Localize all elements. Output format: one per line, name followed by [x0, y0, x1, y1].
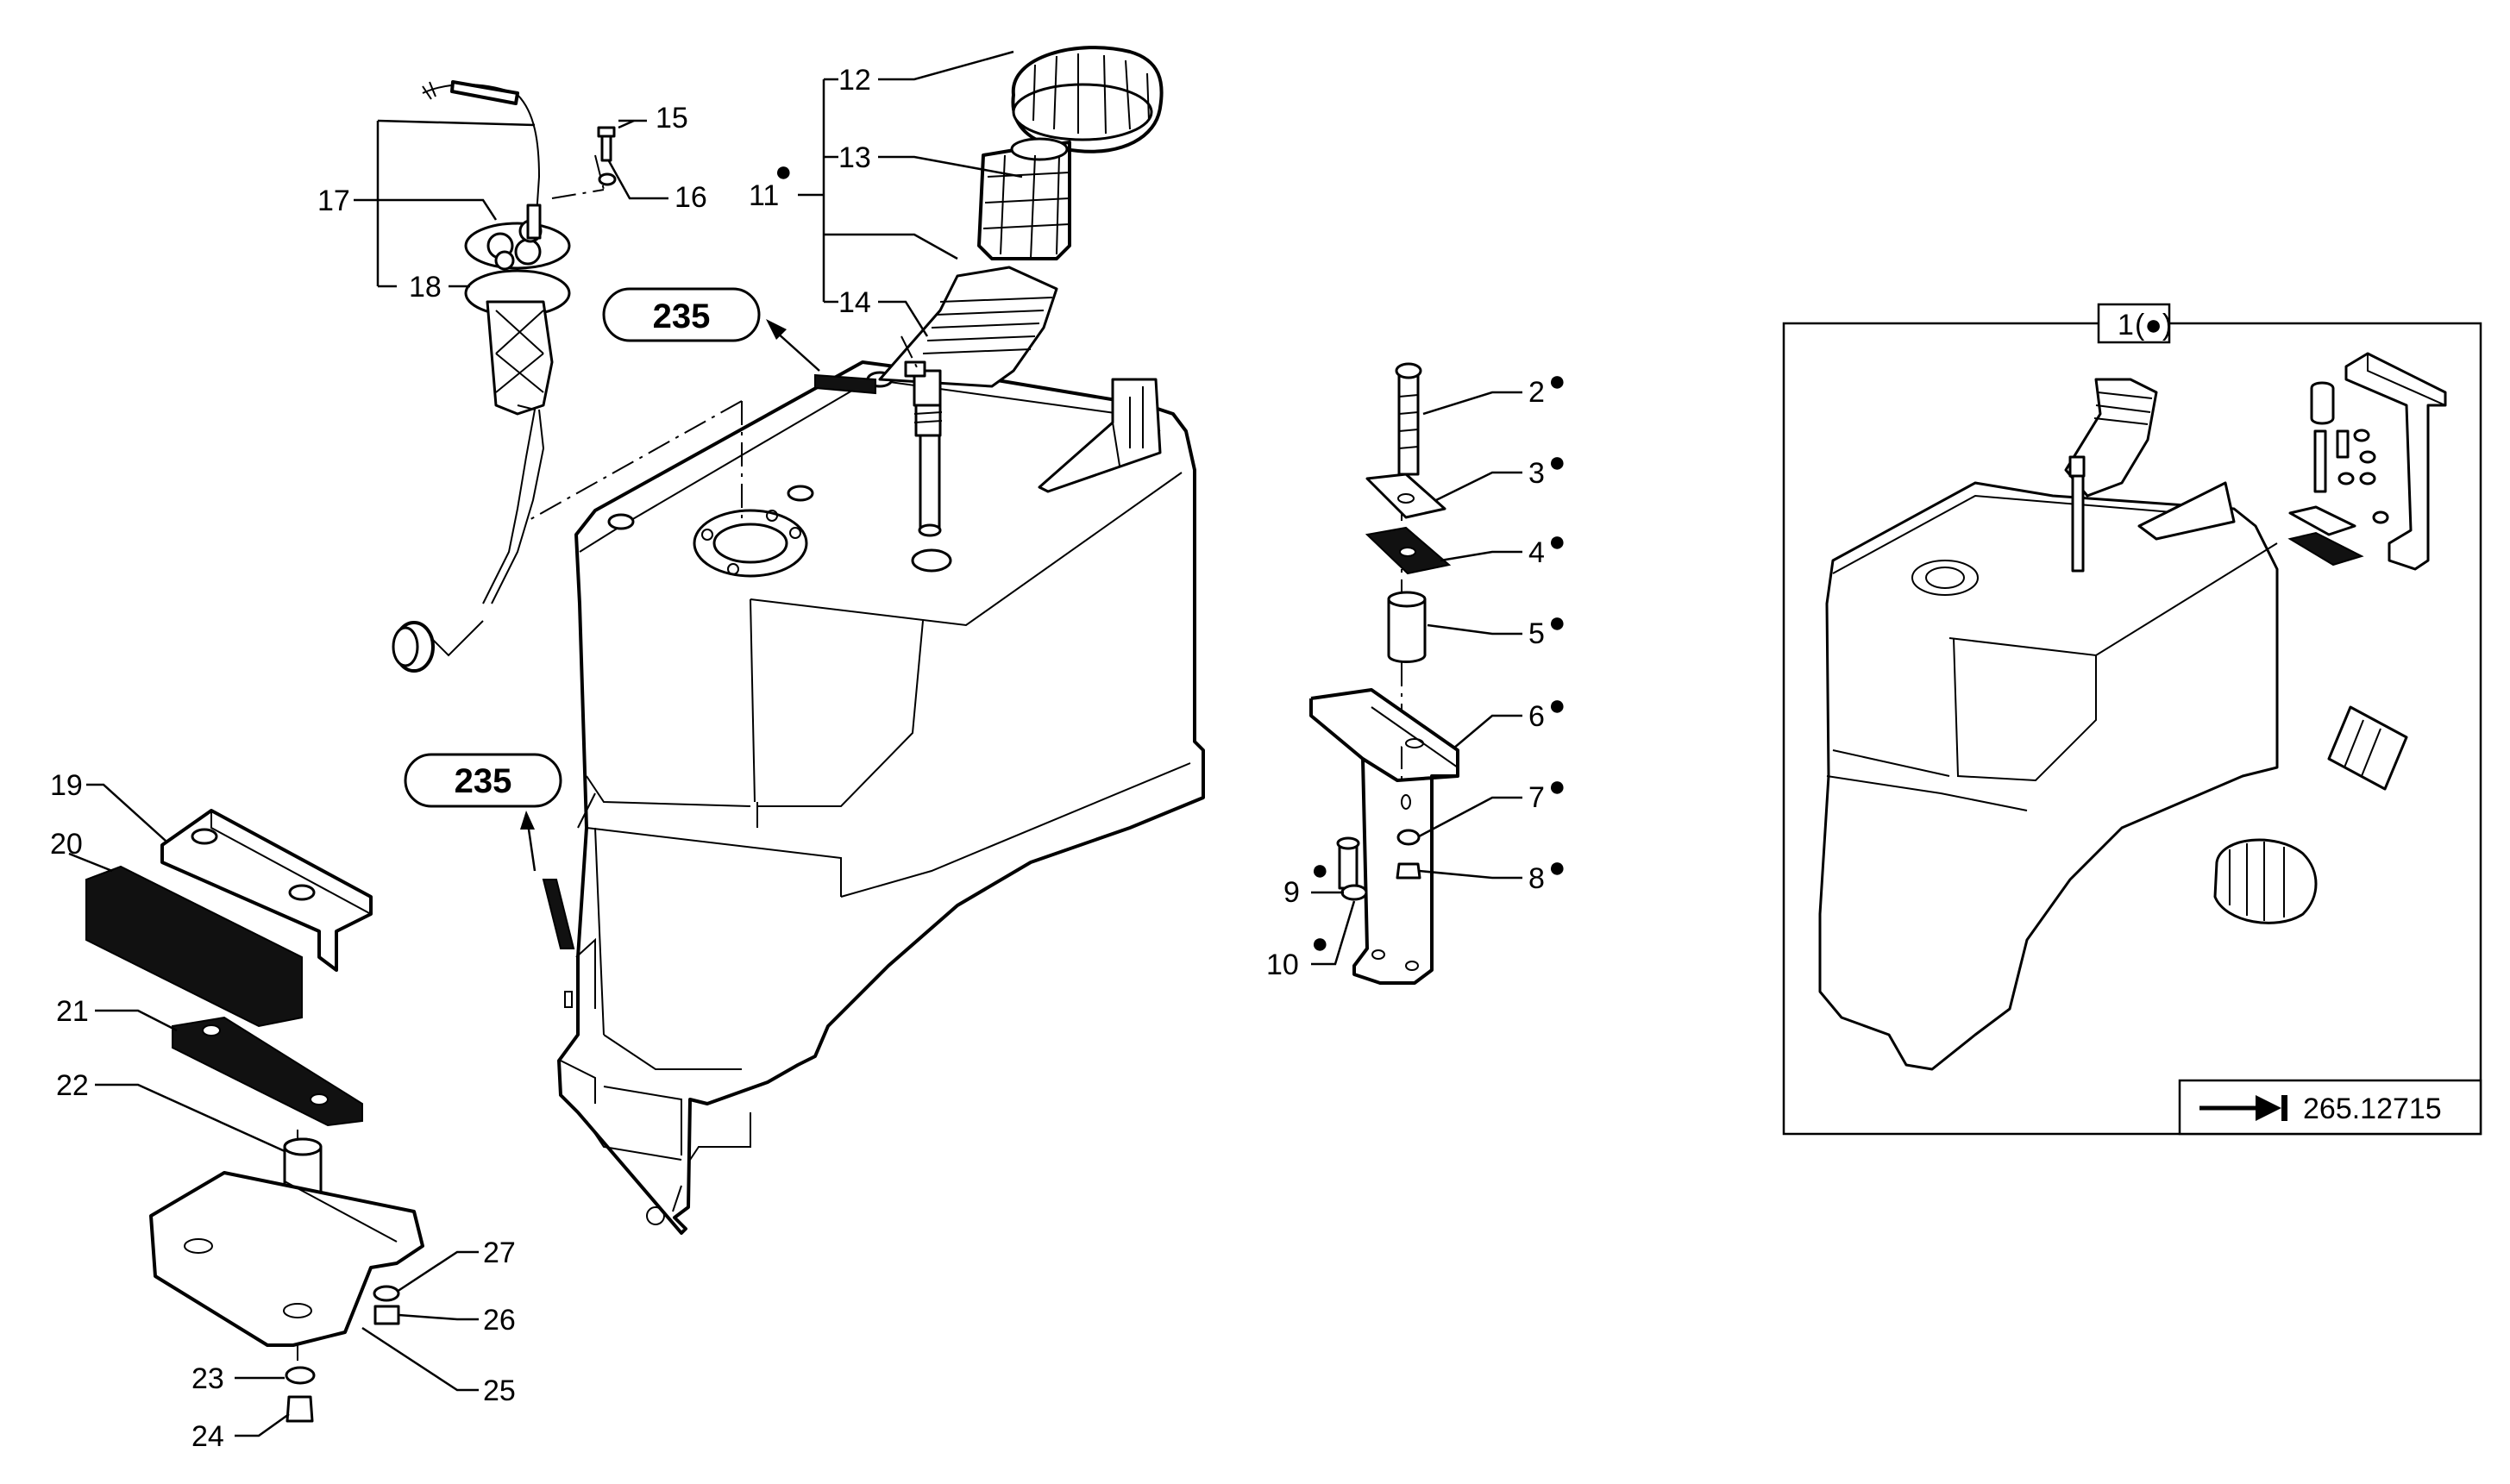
callout-6: 6 — [1528, 700, 1545, 733]
ref-badge-side[interactable]: 235 — [404, 753, 562, 808]
callout-22: 22 — [56, 1069, 89, 1102]
filler-cap — [1011, 46, 1164, 153]
callout-8: 8 — [1528, 862, 1545, 895]
detail-title-box — [2097, 303, 2171, 344]
callout-5: 5 — [1528, 617, 1545, 650]
callout-18: 18 — [409, 271, 442, 304]
support-bracket — [85, 809, 424, 1423]
callout-10-marker: ● — [1311, 927, 1329, 960]
ref-badge-side-label: 235 — [455, 762, 512, 800]
see-also-label: 265.12715 — [2303, 1093, 2442, 1125]
callout-2-marker: ● — [1548, 365, 1566, 398]
ref-arrows — [520, 319, 820, 949]
leader-lines — [68, 50, 1522, 1437]
callout-4: 4 — [1528, 536, 1545, 569]
callout-26: 26 — [483, 1304, 516, 1337]
callout-labels: 12 13 14 11 ● 15 16 17 18 2 ● 3 ● 4 ● 5 … — [50, 64, 1566, 1453]
callout-23: 23 — [191, 1362, 224, 1395]
callout-11-marker: ● — [775, 155, 793, 188]
callout-11: 11 — [749, 179, 779, 212]
callout-6-marker: ● — [1548, 689, 1566, 722]
callout-25: 25 — [483, 1374, 516, 1407]
callout-5-marker: ● — [1548, 606, 1566, 639]
callout-19: 19 — [50, 769, 83, 802]
fuel-tank — [557, 266, 1205, 1235]
callout-8-marker: ● — [1548, 851, 1566, 884]
callout-3-marker: ● — [1548, 446, 1566, 479]
callout-7-marker: ● — [1548, 770, 1566, 803]
callout-7: 7 — [1528, 781, 1545, 814]
callout-24: 24 — [191, 1420, 224, 1453]
callout-27: 27 — [483, 1237, 516, 1269]
callout-2: 2 — [1528, 376, 1545, 409]
callout-17: 17 — [317, 185, 350, 217]
detail-panel: 1 (●) — [1782, 303, 2482, 1136]
callout-15: 15 — [656, 102, 688, 135]
strainer — [977, 137, 1071, 260]
callout-13: 13 — [838, 141, 871, 174]
callout-12: 12 — [838, 64, 871, 97]
detail-title-marker: (●) — [2135, 309, 2172, 341]
callout-10: 10 — [1266, 949, 1299, 981]
callout-3: 3 — [1528, 457, 1545, 490]
detail-title: 1 — [2118, 309, 2134, 341]
callout-16: 16 — [675, 181, 707, 214]
callout-20: 20 — [50, 828, 83, 861]
fuel-level-sender — [392, 80, 571, 673]
ref-badge-top[interactable]: 235 — [602, 287, 761, 342]
callout-14: 14 — [838, 286, 871, 319]
ref-badge-top-label: 235 — [653, 297, 711, 335]
callout-21: 21 — [56, 995, 89, 1028]
tank-bracket — [1309, 362, 1459, 985]
callout-9-marker: ● — [1311, 854, 1329, 886]
callout-4-marker: ● — [1548, 525, 1566, 558]
level-probe — [814, 360, 943, 537]
callout-9: 9 — [1283, 876, 1300, 909]
